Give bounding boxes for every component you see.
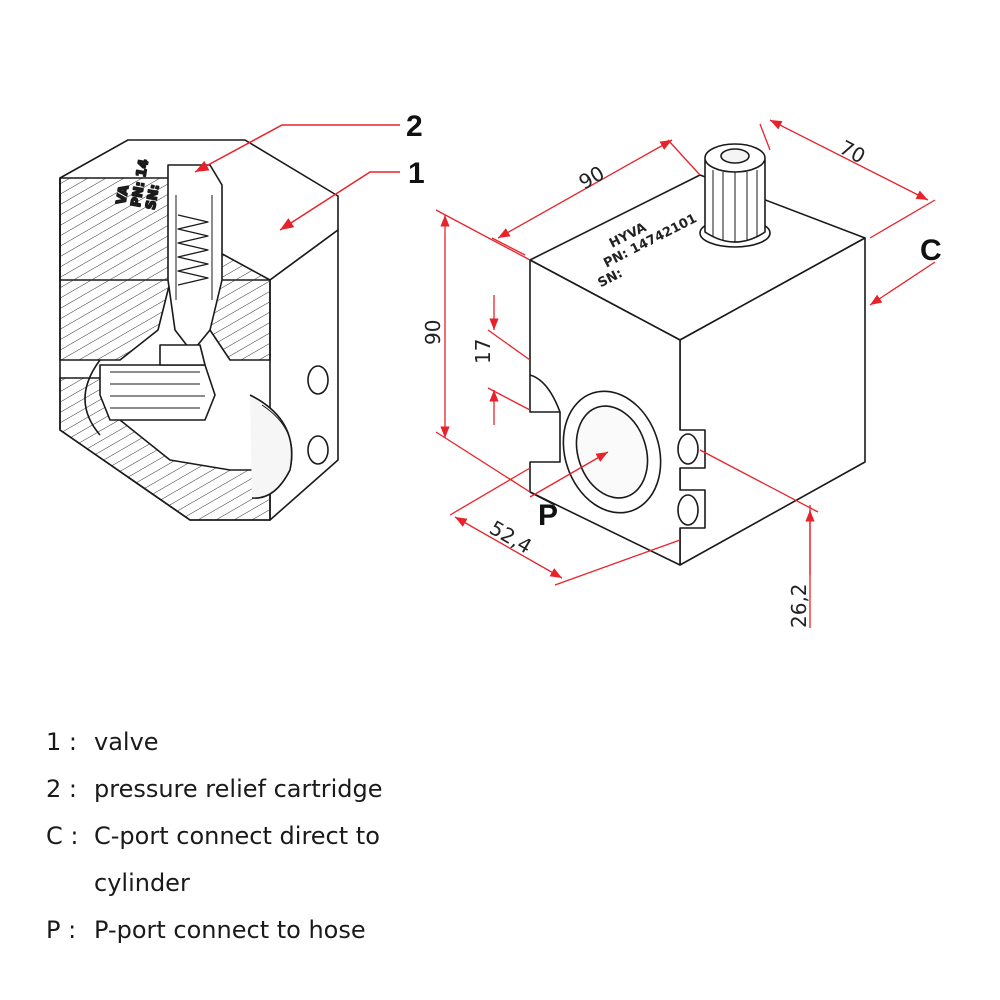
dim-width-label: 90	[575, 161, 609, 195]
legend-item-p-port: P : P-port connect to hose	[46, 916, 646, 963]
legend-item-cartridge: 2 : pressure relief cartridge	[46, 775, 646, 822]
p-port-label: P	[538, 499, 558, 532]
dim-height-label: 90	[421, 320, 445, 345]
callout-2-label: 2	[406, 110, 423, 143]
legend-text: P-port connect to hose	[94, 916, 366, 944]
legend-item-c-port-continued: cylinder	[46, 869, 646, 916]
legend-key: 1 :	[46, 728, 77, 756]
legend: 1 : valve 2 : pressure relief cartridge …	[46, 728, 646, 963]
dim-c-height-label: 26,2	[787, 583, 811, 628]
cut-nameplate-brand: VA	[114, 184, 132, 206]
dimension-lines	[435, 119, 936, 628]
valve-block	[529, 143, 866, 566]
legend-key: 2 :	[46, 775, 77, 803]
legend-text: valve	[94, 728, 159, 756]
legend-text: C-port connect direct to	[94, 822, 380, 850]
callout-leaders	[194, 124, 400, 231]
technical-drawing: VA PN: 14 SN: 2 1 HYVA PN: 14742	[59, 110, 942, 628]
cut-nameplate-sn: SN:	[144, 183, 163, 211]
dim-depth-label: 70	[836, 135, 870, 168]
cutaway-valve: VA PN: 14 SN:	[59, 139, 339, 521]
legend-key: C :	[46, 822, 79, 850]
legend-item-c-port: C : C-port connect direct to	[46, 822, 646, 869]
legend-text: pressure relief cartridge	[94, 775, 383, 803]
legend-text: cylinder	[94, 869, 190, 897]
legend-item-valve: 1 : valve	[46, 728, 646, 775]
dim-port-offset-label: 17	[471, 339, 495, 364]
legend-key: P :	[46, 916, 77, 944]
callout-1-label: 1	[408, 157, 425, 190]
dim-p-width-label: 52,4	[486, 516, 537, 559]
c-port-label: C	[920, 234, 942, 267]
